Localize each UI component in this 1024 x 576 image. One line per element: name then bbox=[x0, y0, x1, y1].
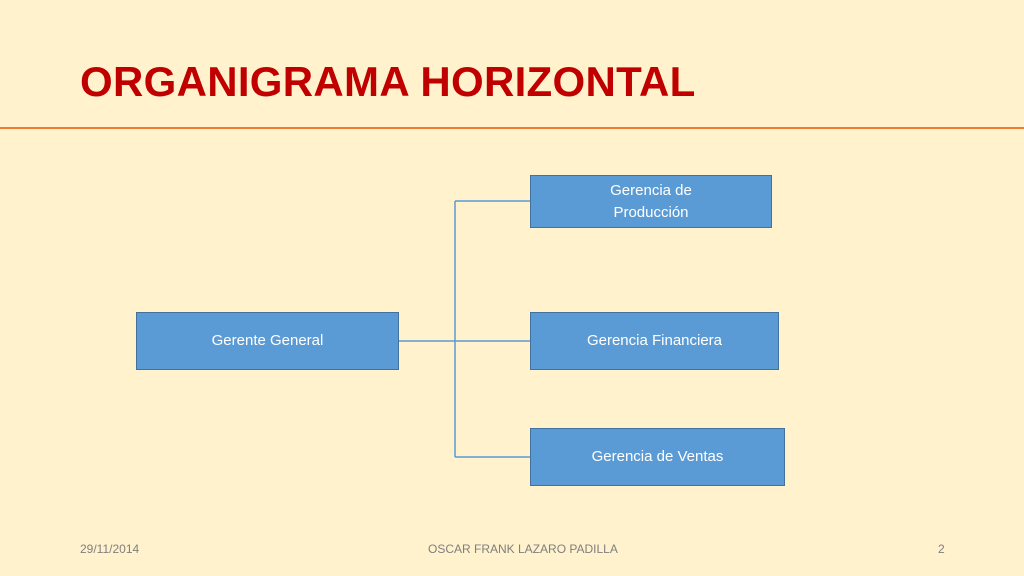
node-label: Gerencia Financiera bbox=[586, 332, 723, 349]
node-gerencia-financiera: Gerencia Financiera bbox=[530, 312, 779, 370]
node-gerente-general: Gerente General bbox=[136, 312, 399, 370]
node-gerencia-ventas: Gerencia de Ventas bbox=[530, 428, 785, 486]
footer-author: OSCAR FRANK LAZARO PADILLA bbox=[428, 542, 618, 556]
node-label: Gerencia de Producción bbox=[610, 181, 692, 221]
node-gerencia-produccion: Gerencia de Producción bbox=[530, 175, 772, 228]
footer-date: 29/11/2014 bbox=[80, 542, 140, 556]
slide-title: ORGANIGRAMA HORIZONTAL bbox=[80, 58, 696, 105]
page-number: 2 bbox=[938, 542, 945, 556]
node-label: Gerencia de Ventas bbox=[591, 448, 724, 465]
node-label: Gerente General bbox=[211, 332, 324, 349]
title-underline bbox=[0, 127, 1024, 129]
